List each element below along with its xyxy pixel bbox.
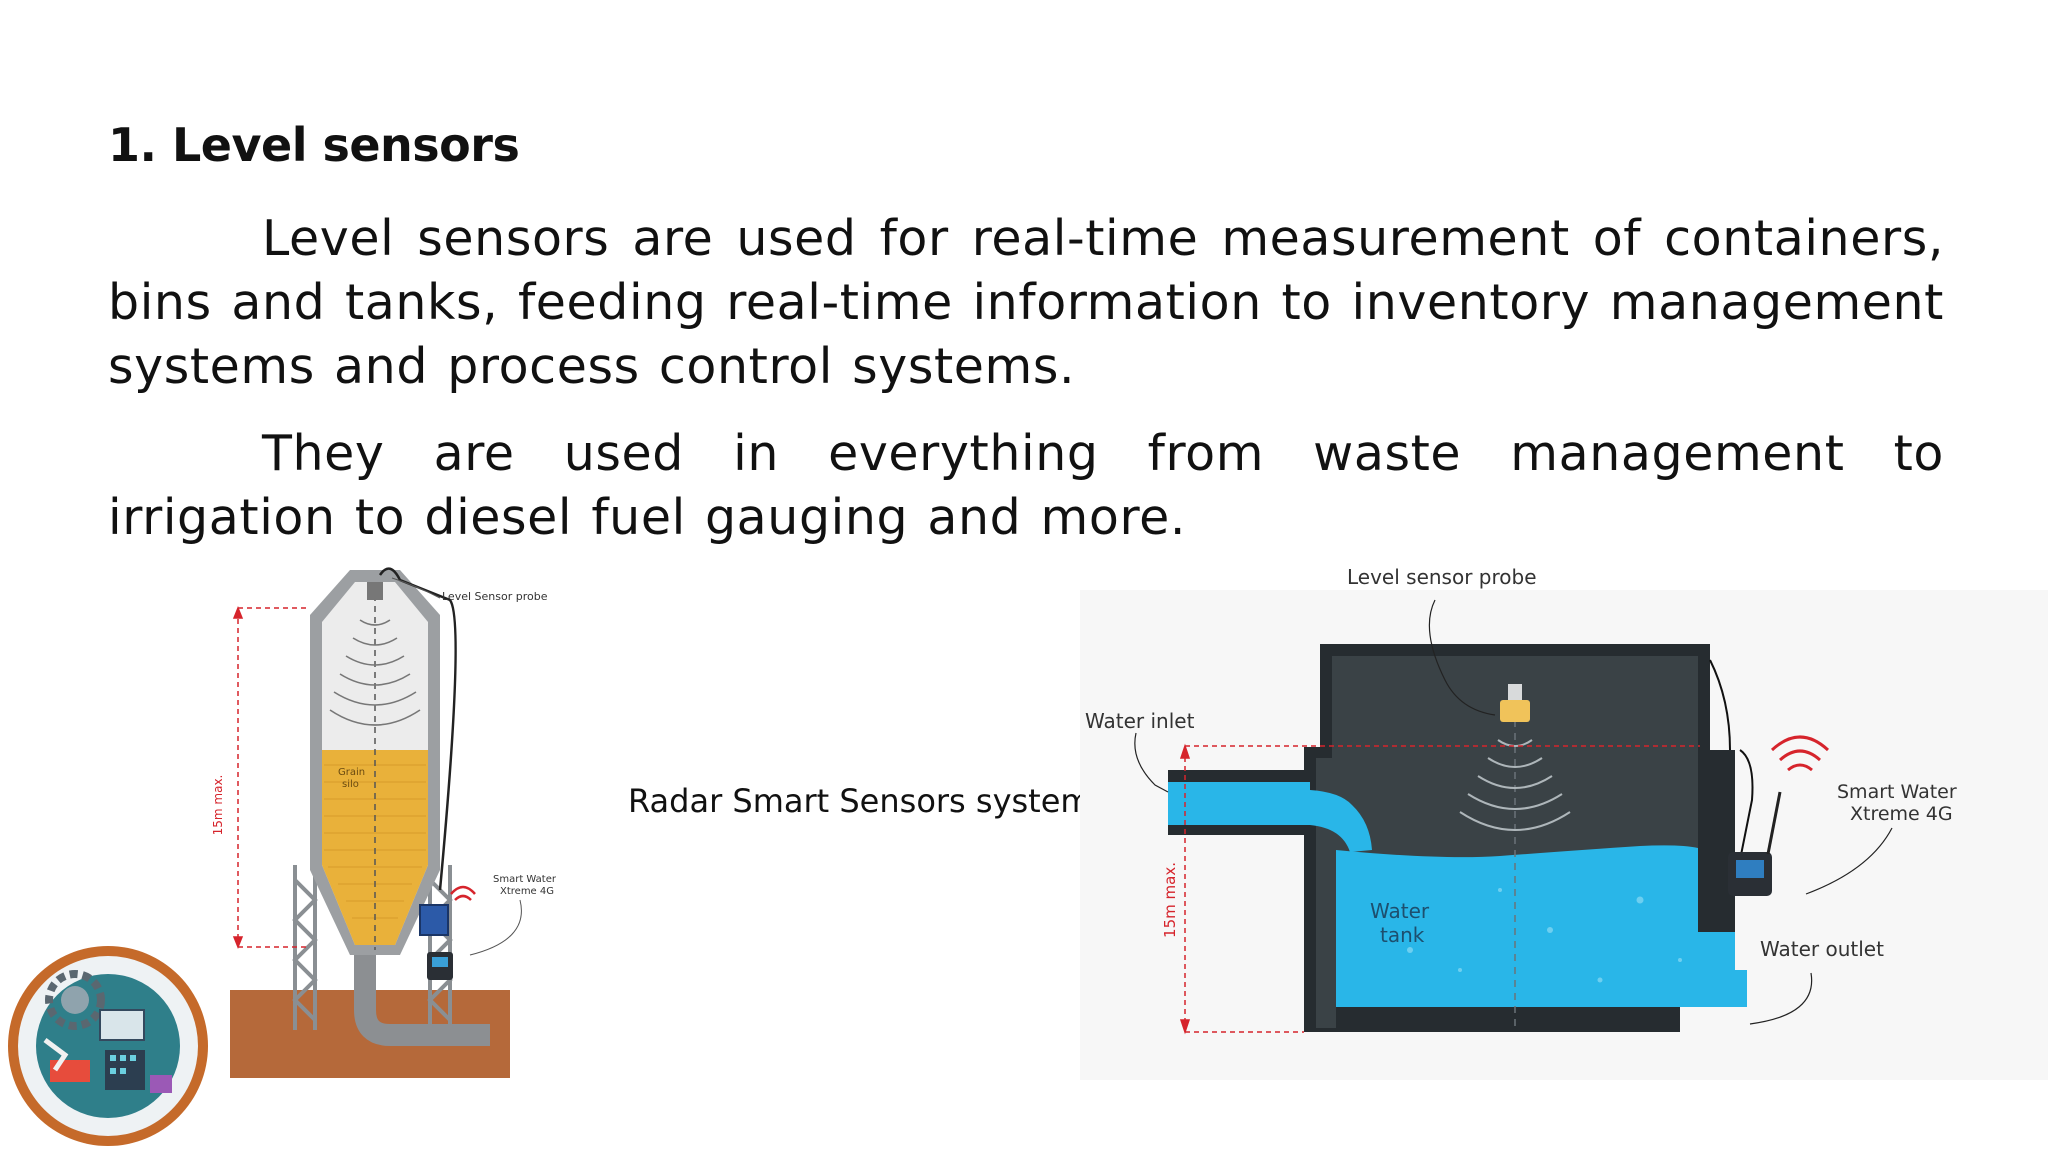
silo-device-label-1: Smart Water	[493, 874, 557, 885]
tank-device-label-1: Smart Water	[1837, 781, 1957, 803]
tank-height-dimension	[1179, 743, 1700, 1035]
tank-inlet-pipe	[1168, 782, 1372, 852]
paragraph-level-sensors-definition: Level sensors are used for real-time mea…	[108, 210, 1944, 395]
silo-outlet-pipe	[354, 955, 490, 1046]
gear-logo-icon	[8, 946, 208, 1146]
tank-water-label-1: Water	[1370, 899, 1430, 923]
silo-grain-label-1: Grain	[338, 767, 365, 778]
paragraph-level-sensors-uses: They are used in everything from waste m…	[108, 425, 1944, 546]
tank-device-label-2: Xtreme 4G	[1850, 803, 1953, 825]
slide-heading: 1. Level sensors	[108, 118, 520, 172]
tank-height-label: 15m max.	[1161, 862, 1179, 938]
silo-height-label: 15m max.	[211, 775, 225, 836]
wireless-signal-icon	[1770, 735, 1830, 772]
water-tank-diagram: 15m max. Level sensor probe Water inlet …	[1080, 565, 2048, 1080]
silo-radar-waves	[329, 619, 421, 726]
silo-probe-label: Level Sensor probe	[442, 590, 548, 603]
tank-outlet-channel	[1695, 970, 1747, 1007]
tank-sensor-probe	[1500, 700, 1530, 722]
grain-silo-diagram: 15m max. Level Sensor probe Grain silo S…	[211, 567, 557, 1078]
tank-outlet-label: Water outlet	[1760, 937, 1884, 961]
tank-probe-label: Level sensor probe	[1347, 565, 1537, 589]
diagram-caption: Radar Smart Sensors system	[628, 782, 1092, 820]
silo-solar-panel	[419, 904, 449, 936]
silo-height-dimension	[232, 605, 310, 950]
tank-water-bubbles	[1407, 888, 1682, 983]
silo-grain-label-2: silo	[342, 779, 359, 790]
tank-inlet-label: Water inlet	[1085, 709, 1195, 733]
tank-water	[1336, 845, 1742, 1007]
tank-water-label-2: tank	[1380, 923, 1425, 947]
silo-sensor-probe	[367, 582, 383, 600]
silo-device-label-2: Xtreme 4G	[500, 886, 554, 897]
tank-radar-waves	[1459, 739, 1571, 831]
